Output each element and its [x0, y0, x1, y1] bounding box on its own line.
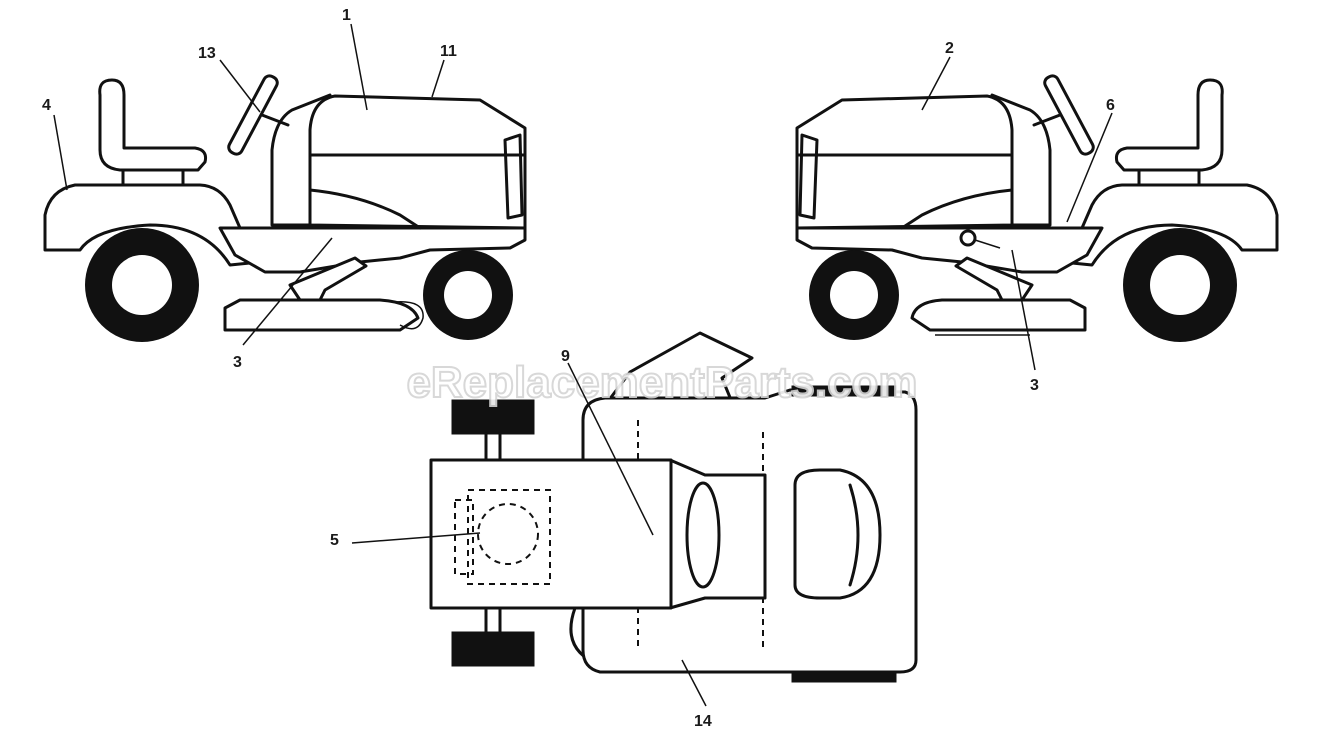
frame-right [795, 226, 1104, 274]
tractor-top-view [429, 331, 918, 683]
watermark-text: eReplacementParts.com [406, 358, 917, 407]
leader-lines [53, 23, 1113, 707]
callout-14: 14 [694, 713, 712, 730]
callout-1: 1 [342, 7, 351, 24]
lift-lever-left [288, 256, 368, 302]
steering-wheel-top [685, 481, 721, 589]
seat-right [1115, 78, 1224, 172]
frame-left [218, 226, 527, 274]
callout-2: 2 [945, 40, 954, 57]
seat-left [98, 78, 207, 172]
callout-3-left: 3 [233, 354, 242, 371]
callout-13: 13 [198, 45, 216, 62]
callout-4: 4 [42, 97, 51, 114]
steering-wheel-left [227, 74, 279, 156]
tractor-left-side-view [43, 74, 527, 342]
callout-6: 6 [1106, 97, 1115, 114]
front-tire-top-upper [451, 399, 535, 435]
hood-right [795, 94, 1014, 230]
front-tire-top-lower [451, 631, 535, 667]
mower-deck-left [223, 298, 420, 332]
callout-9: 9 [561, 348, 570, 365]
callout-11: 11 [440, 43, 457, 60]
ignition-key-icon [959, 229, 977, 247]
callout-3-right: 3 [1030, 377, 1039, 394]
tractor-right-side-view [795, 74, 1279, 342]
seat-top [793, 468, 882, 600]
decal-5-circle [477, 503, 539, 565]
steering-wheel-right [1043, 74, 1095, 156]
rear-tire-top-lower [791, 671, 897, 683]
mower-deck-right [910, 298, 1087, 332]
callout-5: 5 [330, 532, 339, 549]
hood-left [308, 94, 527, 230]
rear-tire-top-upper [791, 385, 897, 397]
